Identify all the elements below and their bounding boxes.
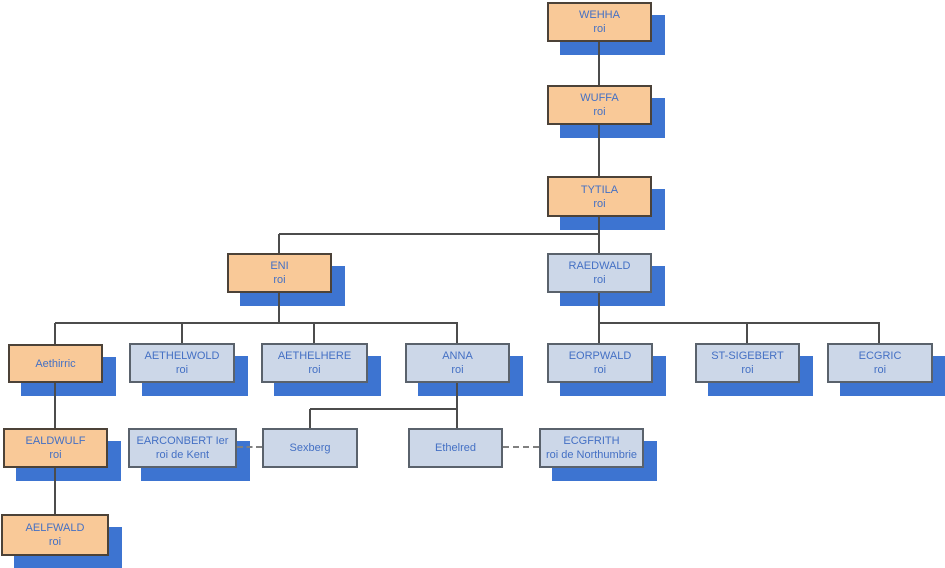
node-name: ECGFRITH [563, 435, 620, 447]
descent-connector-line [310, 408, 457, 410]
tree-node-eorpwald[interactable]: EORPWALD roi [547, 343, 653, 383]
tree-node-aelfwald[interactable]: AELFWALD roi [1, 514, 109, 556]
tree-node-sexberg[interactable]: Sexberg [262, 428, 358, 468]
tree-node-wuffa[interactable]: WUFFA roi [547, 85, 652, 125]
marriage-connector-line [503, 446, 539, 448]
descent-connector-line [598, 293, 600, 343]
descent-connector-line [598, 42, 600, 85]
node-name: TYTILA [580, 183, 619, 196]
node-name: Ethelred [435, 442, 476, 454]
node-title: roi de Kent [155, 449, 210, 461]
descent-connector-line [309, 409, 311, 428]
tree-node-ealdwulf[interactable]: EALDWULF roi [3, 428, 108, 468]
tree-node-ecgric[interactable]: ECGRIC roi [827, 343, 933, 383]
node-name: Sexberg [289, 442, 331, 454]
tree-node-st-sigebert[interactable]: ST-SIGEBERT roi [695, 343, 800, 383]
descent-connector-line [278, 234, 280, 253]
node-name: EARCONBERT Ier [136, 435, 229, 447]
descent-connector-line [456, 383, 458, 428]
descent-connector-line [878, 323, 880, 343]
descent-connector-line [598, 217, 600, 253]
node-title: roi [273, 274, 286, 286]
tree-node-wehha[interactable]: WEHHA roi [547, 2, 652, 42]
descent-connector-line [54, 468, 56, 514]
node-title: roi [308, 364, 321, 376]
descent-connector-line [279, 233, 600, 235]
descent-connector-line [55, 322, 458, 324]
node-title: roi [873, 364, 887, 376]
node-name: AETHELHERE [277, 350, 352, 362]
tree-node-ethelred[interactable]: Ethelred [408, 428, 503, 468]
tree-node-aethirric[interactable]: Aethirric [8, 344, 103, 383]
descent-connector-line [54, 383, 56, 428]
node-name: WEHHA [579, 9, 620, 21]
node-name: ENI [270, 260, 289, 272]
tree-node-aethelhere[interactable]: AETHELHERE roi [261, 343, 368, 383]
node-title: roi [593, 23, 606, 35]
tree-node-eni[interactable]: ENI roi [227, 253, 332, 293]
node-name: ANNA [442, 350, 473, 362]
descent-connector-line [599, 322, 880, 324]
tree-node-ecgfrith[interactable]: ECGFRITH roi de Northumbrie [539, 428, 644, 468]
tree-node-raedwald[interactable]: RAEDWALD roi [547, 253, 652, 293]
tree-node-anna[interactable]: ANNA roi [405, 343, 510, 383]
descent-connector-line [746, 323, 748, 343]
node-name: RAEDWALD [568, 260, 631, 272]
node-title: roi [175, 364, 189, 376]
node-name: WUFFA [580, 92, 619, 104]
descent-connector-line [181, 323, 183, 343]
node-title: roi [593, 274, 606, 286]
node-name: EORPWALD [568, 350, 632, 362]
node-title: roi [593, 106, 606, 118]
node-title: roi [451, 364, 464, 376]
descent-connector-line [313, 323, 315, 343]
node-name: Aethirric [35, 357, 76, 370]
node-name: AETHELWOLD [144, 350, 220, 362]
node-name: AELFWALD [25, 522, 85, 534]
descent-connector-line [598, 125, 600, 176]
node-name: ST-SIGEBERT [711, 350, 784, 362]
descent-connector-line [54, 323, 56, 344]
node-name: ECGRIC [858, 350, 902, 362]
node-title: roi [593, 364, 607, 376]
tree-node-earconbert[interactable]: EARCONBERT Ier roi de Kent [128, 428, 237, 468]
descent-connector-line [456, 323, 458, 343]
node-title: roi [49, 449, 62, 461]
node-title: roi [593, 197, 606, 210]
node-name: EALDWULF [25, 435, 86, 447]
marriage-connector-line [237, 446, 262, 448]
descent-connector-line [278, 293, 280, 323]
tree-node-aethelwold[interactable]: AETHELWOLD roi [129, 343, 235, 383]
node-title: roi de Northumbrie [545, 449, 638, 461]
node-title: roi [48, 536, 62, 548]
node-title: roi [741, 364, 754, 376]
